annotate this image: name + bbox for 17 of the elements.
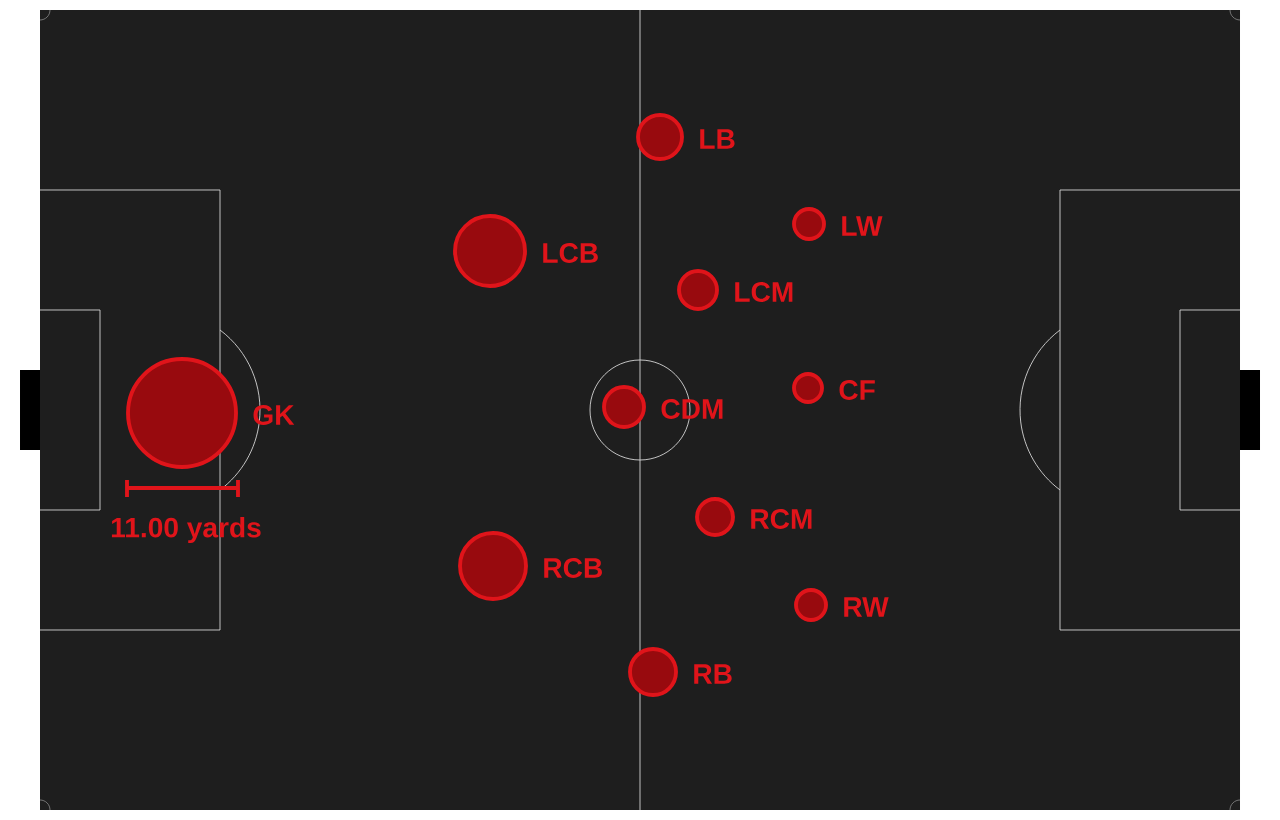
player-label: RCB — [544, 558, 602, 578]
player-marker — [458, 531, 528, 601]
player-label: CF — [839, 380, 875, 400]
player-marker — [792, 207, 826, 241]
player-label: GK — [253, 405, 295, 425]
player-marker — [794, 588, 828, 622]
player-label: RCM — [751, 509, 812, 529]
scale-label: 11.00 yards — [111, 516, 261, 544]
player-label: LW — [842, 216, 883, 236]
player-label: RW — [844, 597, 889, 617]
player-label: LB — [700, 129, 735, 149]
player-label: LCB — [543, 243, 598, 263]
player-label: RB — [694, 664, 732, 684]
player-label: LCM — [735, 282, 793, 302]
player-marker — [453, 214, 527, 288]
player-marker — [126, 357, 238, 469]
player-label: CDM — [661, 399, 723, 419]
